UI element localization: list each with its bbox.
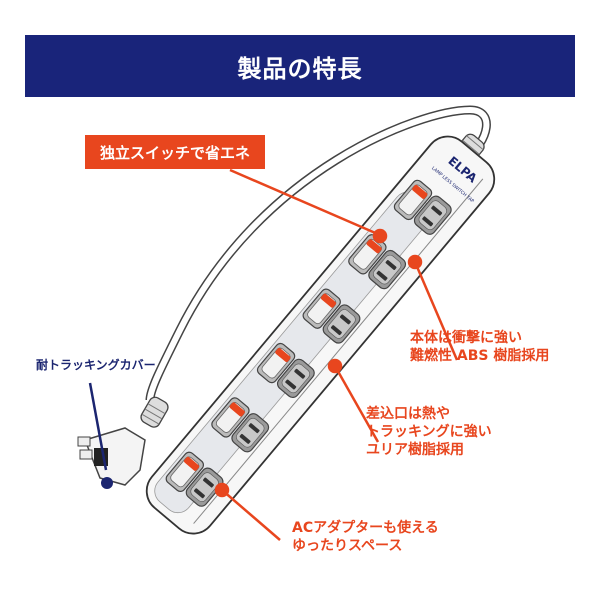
switch-indicator xyxy=(412,184,428,199)
outlet-socket xyxy=(185,467,224,507)
switch-indicator xyxy=(366,239,382,254)
switch-indicator xyxy=(275,348,291,363)
page-title: 製品の特長 xyxy=(237,54,363,83)
callout-switch: 独立スイッチで省エネ xyxy=(85,135,265,169)
outlet-socket xyxy=(322,304,361,344)
outlet-switch[interactable] xyxy=(210,396,251,439)
callout-outlet-line: ユリア樹脂採用 xyxy=(366,441,464,458)
outlet-socket xyxy=(368,249,407,290)
outlet-switch[interactable] xyxy=(255,341,296,384)
callout-body: 本体は衝撃に強い 難燃性 ABS 樹脂採用 xyxy=(410,330,549,366)
switch-indicator xyxy=(184,456,200,471)
callout-cover: 耐トラッキングカバー xyxy=(36,358,156,372)
callout-outlet: 差込口は熱や トラッキングに強い ユリア樹脂採用 xyxy=(366,406,492,460)
callout-outlet-line: 差込口は熱や xyxy=(366,406,450,422)
plug xyxy=(77,396,169,486)
leader-lines xyxy=(214,168,459,541)
callout-space: ACアダプターも使える ゆったりスペース xyxy=(292,520,439,556)
outlet-switch[interactable] xyxy=(392,178,433,221)
outlet-socket xyxy=(276,358,315,399)
outlet-switch[interactable] xyxy=(347,233,388,276)
outlet-socket xyxy=(413,195,452,235)
switch-indicator xyxy=(229,402,245,417)
outlet-switch[interactable] xyxy=(164,450,205,493)
callout-space-line: ACアダプターも使える xyxy=(292,520,439,536)
callout-outlet-line: トラッキングに強い xyxy=(366,423,492,440)
switch-indicator xyxy=(320,293,337,308)
outlet-switch[interactable] xyxy=(301,287,342,330)
outlet-socket xyxy=(231,413,270,453)
header-banner: 製品の特長 xyxy=(25,35,575,97)
strip-body: ELPA LAMP LESS SWITCH TAP xyxy=(145,135,496,535)
callout-body-line: 難燃性 ABS 樹脂採用 xyxy=(410,347,550,364)
callout-body-line: 本体は衝撃に強い xyxy=(410,330,522,346)
callout-space-line: ゆったりスペース xyxy=(292,537,403,554)
